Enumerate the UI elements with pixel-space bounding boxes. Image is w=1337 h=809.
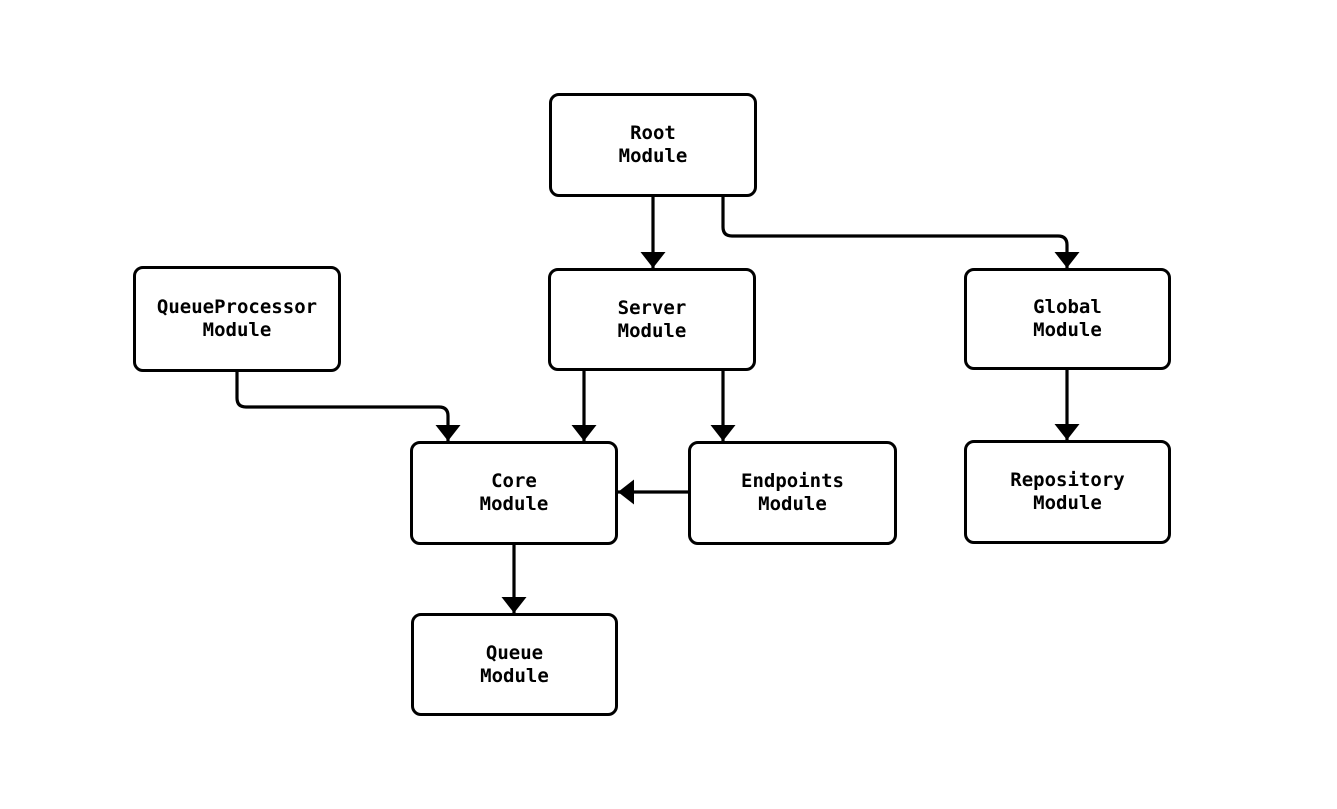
node-server-module-name: Server bbox=[617, 296, 687, 319]
node-queue-module: Queue Module bbox=[411, 613, 618, 716]
node-repository-module-name: Repository bbox=[1010, 469, 1125, 491]
node-server-module-suffix: Module bbox=[617, 319, 687, 342]
node-root-module-name: Root bbox=[630, 122, 676, 144]
edge-queueprocessor-to-core-arrow bbox=[235, 372, 461, 441]
node-endpoints-module-suffix: Module bbox=[758, 493, 827, 515]
node-queueprocessor-module-suffix: Module bbox=[202, 319, 272, 341]
node-core-module-suffix: Module bbox=[479, 493, 549, 515]
node-core-module-name: Core bbox=[491, 470, 537, 492]
node-root-module-suffix: Module bbox=[618, 145, 688, 167]
node-queueprocessor-module: QueueProcessor Module bbox=[133, 266, 341, 372]
node-queue-module-suffix: Module bbox=[480, 664, 549, 687]
node-queueprocessor-module-name: QueueProcessor bbox=[156, 296, 318, 318]
node-repository-module-suffix: Module bbox=[1033, 492, 1102, 514]
node-endpoints-module: Endpoints Module bbox=[688, 441, 897, 545]
node-root-module: Root Module bbox=[549, 93, 757, 197]
node-endpoints-module-name: Endpoints bbox=[741, 470, 844, 492]
node-queue-module-name: Queue bbox=[485, 641, 544, 664]
node-server-module: Server Module bbox=[548, 268, 756, 371]
node-core-module: Core Module bbox=[410, 441, 618, 545]
node-repository-module: Repository Module bbox=[964, 440, 1171, 544]
node-global-module: Global Module bbox=[964, 268, 1171, 370]
node-global-module-suffix: Module bbox=[1033, 319, 1102, 341]
node-global-module-name: Global bbox=[1033, 296, 1102, 318]
edge-root-to-global-arrow bbox=[721, 197, 1080, 268]
